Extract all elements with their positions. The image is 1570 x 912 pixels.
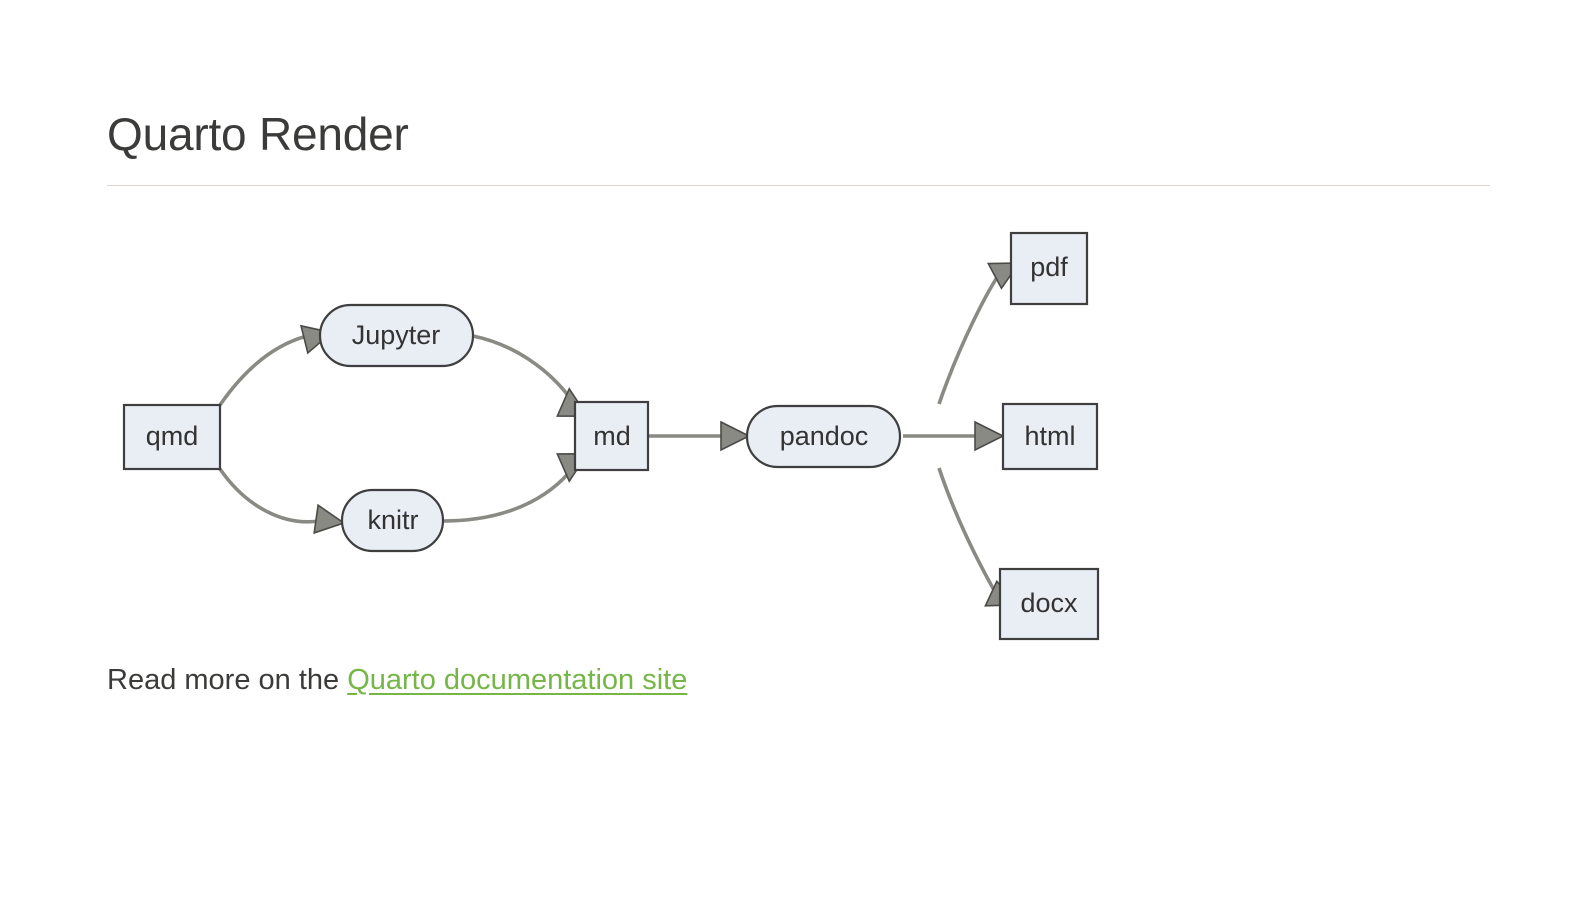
page-title: Quarto Render [107, 108, 409, 160]
node-pdf-label: pdf [1030, 252, 1068, 282]
edge-qmd-to-jupyter [218, 324, 334, 406]
edge-jupyter-to-md [472, 334, 589, 417]
node-pdf[interactable]: pdf [1009, 231, 1089, 305]
node-jupyter-label: Jupyter [352, 320, 441, 350]
node-qmd[interactable]: qmd [122, 403, 222, 470]
node-md[interactable]: md [573, 400, 650, 471]
edge-pandoc-to-html [903, 420, 1005, 452]
node-knitr[interactable]: knitr [340, 488, 445, 552]
node-qmd-label: qmd [146, 421, 199, 451]
node-html-label: html [1024, 421, 1075, 451]
node-md-label: md [593, 421, 631, 451]
quarto-render-flowchart: qmd Jupyter knitr md [107, 216, 1187, 646]
quarto-documentation-link[interactable]: Quarto documentation site [347, 663, 688, 696]
edge-qmd-to-knitr [218, 467, 346, 534]
node-docx-label: docx [1020, 588, 1078, 618]
edge-md-to-pandoc [648, 420, 751, 452]
node-knitr-label: knitr [367, 505, 418, 535]
content-column: Quarto Render [107, 0, 1490, 729]
flowchart-canvas: qmd Jupyter knitr md [122, 231, 1100, 640]
node-docx[interactable]: docx [998, 567, 1100, 640]
read-more-prefix: Read more on the [107, 663, 348, 696]
node-pandoc-label: pandoc [780, 421, 869, 451]
edge-knitr-to-md [442, 452, 589, 523]
node-jupyter[interactable]: Jupyter [318, 303, 475, 367]
node-html[interactable]: html [1001, 402, 1099, 470]
read-more-paragraph: Read more on the Quarto documentation si… [107, 660, 1490, 701]
node-pandoc[interactable]: pandoc [745, 404, 902, 468]
title-divider [107, 184, 1490, 186]
